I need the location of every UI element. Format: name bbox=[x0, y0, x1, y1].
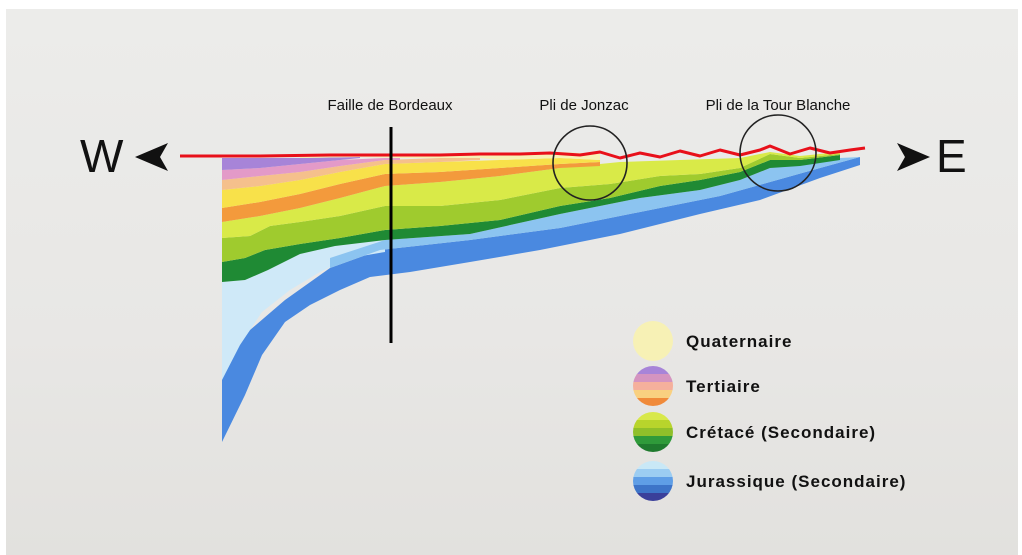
legend-stripe bbox=[633, 321, 673, 361]
legend-stripe bbox=[633, 485, 673, 494]
legend-stripe bbox=[633, 477, 673, 486]
fold-circle-tour-blanche bbox=[739, 114, 817, 192]
layer-jurassique-mid bbox=[330, 157, 860, 268]
legend-label-quaternaire: Quaternaire bbox=[686, 332, 792, 351]
east-arrow-icon bbox=[897, 143, 930, 171]
legend-stripe bbox=[633, 493, 673, 501]
legend-label-tertiaire: Tertiaire bbox=[686, 377, 761, 396]
legend: Quaternaire Tertiaire Crétacé (Secondair… bbox=[633, 321, 906, 501]
layer-jurassique-light bbox=[222, 240, 385, 380]
legend-swatch-quaternaire bbox=[633, 321, 673, 361]
layer-cretace-dark bbox=[222, 155, 840, 282]
legend-item-cretace: Crétacé (Secondaire) bbox=[633, 412, 876, 452]
legend-label-cretace: Crétacé (Secondaire) bbox=[686, 423, 876, 442]
fault-label: Faille de Bordeaux bbox=[327, 97, 453, 114]
legend-stripe bbox=[633, 469, 673, 478]
background-panel bbox=[6, 9, 1018, 555]
fold-circle-jonzac bbox=[552, 125, 628, 201]
fold-label-tour-blanche: Pli de la Tour Blanche bbox=[706, 97, 851, 114]
layer-jurassique-deep bbox=[222, 157, 860, 442]
legend-swatch-cretace bbox=[633, 412, 673, 452]
layer-tertiaire-purple bbox=[222, 157, 360, 170]
layer-tertiaire-yellow bbox=[222, 158, 600, 208]
legend-stripe bbox=[633, 390, 673, 399]
legend-stripe bbox=[633, 461, 673, 470]
layer-cretace-light bbox=[222, 152, 840, 238]
legend-stripe bbox=[633, 382, 673, 391]
west-label: W bbox=[80, 130, 124, 182]
legend-stripe bbox=[633, 374, 673, 383]
west-arrow-icon bbox=[135, 143, 168, 171]
surface-line bbox=[180, 144, 866, 160]
layer-tertiaire-pale bbox=[222, 158, 480, 190]
legend-stripe bbox=[633, 398, 673, 406]
legend-item-tertiaire: Tertiaire bbox=[633, 366, 761, 406]
layer-tertiaire-orange bbox=[222, 162, 600, 222]
east-label: E bbox=[936, 130, 967, 182]
legend-swatch-jurassique bbox=[633, 461, 673, 501]
legend-stripe bbox=[633, 436, 673, 445]
layer-tertiaire-pink bbox=[222, 158, 400, 180]
legend-stripe bbox=[633, 428, 673, 437]
legend-stripe bbox=[633, 412, 673, 421]
legend-item-quaternaire: Quaternaire bbox=[633, 321, 792, 361]
legend-label-jurassique: Jurassique (Secondaire) bbox=[686, 472, 906, 491]
legend-item-jurassique: Jurassique (Secondaire) bbox=[633, 461, 906, 501]
fold-label-jonzac: Pli de Jonzac bbox=[539, 97, 629, 114]
legend-stripe bbox=[633, 420, 673, 429]
legend-stripe bbox=[633, 444, 673, 452]
layer-cretace-mid bbox=[222, 154, 840, 262]
legend-stripe bbox=[633, 366, 673, 375]
legend-swatch-tertiaire bbox=[633, 366, 673, 406]
